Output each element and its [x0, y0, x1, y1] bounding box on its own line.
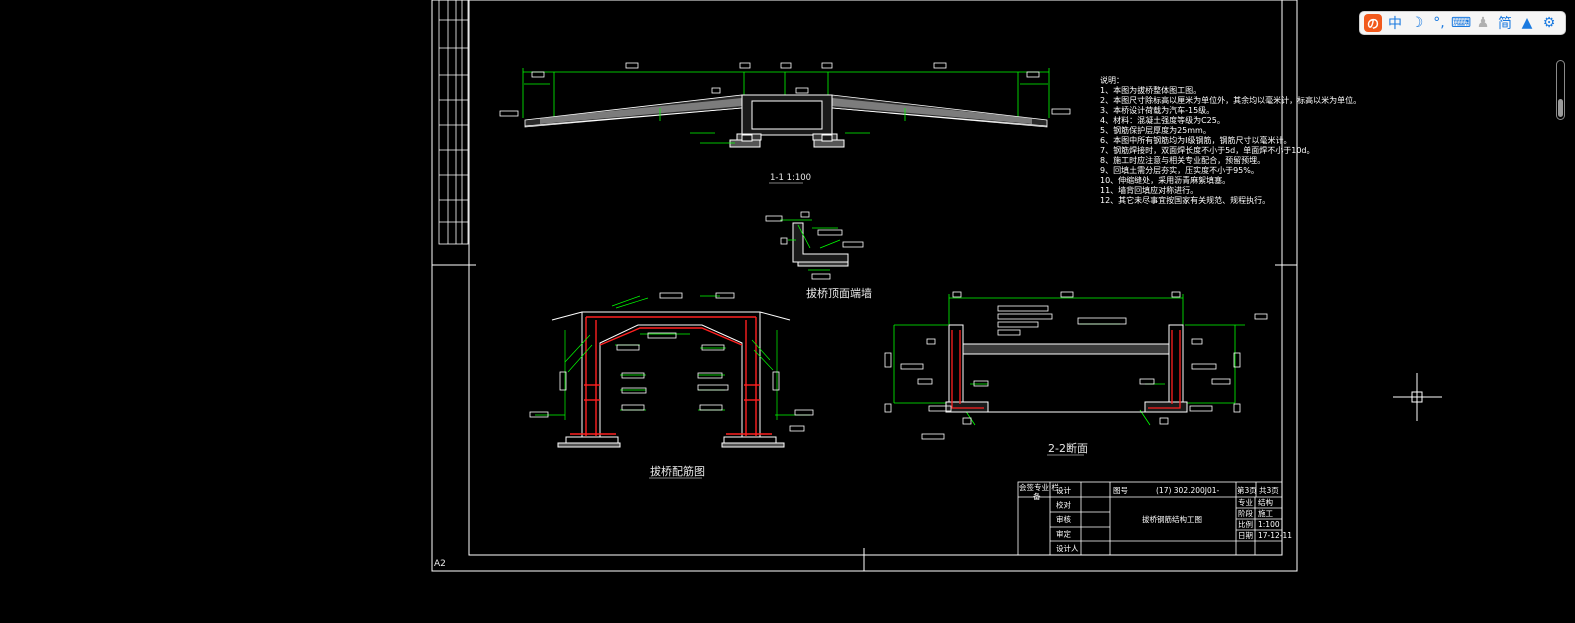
- crosshair-cursor[interactable]: [1393, 373, 1442, 421]
- drawing-name: 拔桥钢筋结构工图: [1142, 514, 1202, 524]
- sheet-size-label: A2: [434, 559, 446, 569]
- note-line: 11、墙背回填应对称进行。: [1100, 185, 1198, 195]
- title-block-field-label: 日期: [1238, 531, 1253, 540]
- title-block-field-label: 比例: [1238, 519, 1253, 529]
- title-block-role-label: 设计: [1056, 485, 1072, 495]
- note-line: 8、施工时应注意与相关专业配合，预留预埋。: [1100, 155, 1265, 165]
- note-line: 6、本图中所有钢筋均为Ⅰ级钢筋，钢筋尺寸以毫米计。: [1100, 135, 1291, 145]
- countersign-label: 备: [1033, 491, 1041, 501]
- sheet-total: 共3页: [1259, 486, 1279, 495]
- scrollbar-thumb[interactable]: [1558, 99, 1563, 117]
- title-block-field-value: 17-12-11: [1258, 531, 1292, 540]
- sheet-number: 第3页: [1237, 485, 1257, 495]
- title-block-field-label: 阶段: [1238, 508, 1254, 518]
- section-1-1: 1-1 1:100: [499, 62, 1071, 184]
- rebar-drawing: 拔桥配筋图: [529, 292, 814, 479]
- note-line: 10、伸缩缝处，采用沥青麻絮填塞。: [1100, 175, 1230, 185]
- keyboard-icon[interactable]: ⌨: [1450, 15, 1472, 31]
- punctuation-icon[interactable]: °,: [1433, 15, 1445, 31]
- sheet-frame: [431, 0, 1298, 572]
- side-revision-strip: [438, 0, 469, 245]
- headwall-title: 拔桥顶面端墙: [806, 286, 872, 300]
- title-block-role-label: 校对: [1056, 500, 1072, 510]
- title-block: 图号 (17) 302.200J01- 第3页共3页拔桥钢筋结构工图 设计校对审核审定…: [1017, 481, 1292, 556]
- moon-icon[interactable]: ☽: [1410, 15, 1424, 31]
- drawing-no-value: (17) 302.200J01-: [1156, 486, 1220, 495]
- note-line: 2、本图尺寸除标高以厘米为单位外，其余均以毫米计，标高以米为单位。: [1100, 95, 1361, 105]
- ime-toolbar[interactable]: の 中 ☽ °, ⌨ ♟ 简 ▲ ⚙: [1359, 11, 1566, 35]
- section-2-2: 2-2断面: [884, 291, 1268, 456]
- title-block-field-value: 施工: [1258, 508, 1274, 518]
- note-line: 4、材料：混凝土强度等级为C25。: [1100, 115, 1225, 125]
- title-block-role-label: 审定: [1056, 529, 1072, 539]
- box-culvert-1-1: [729, 94, 845, 148]
- rebar-title: 拔桥配筋图: [650, 464, 705, 478]
- gear-icon[interactable]: ⚙: [1542, 15, 1556, 31]
- general-notes: 说明：1、本图为拔桥整体图工图。2、本图尺寸除标高以厘米为单位外，其余均以毫米计…: [1100, 75, 1361, 205]
- title-block-role-label: 审核: [1056, 514, 1072, 524]
- ime-logo-icon[interactable]: の: [1364, 14, 1382, 32]
- road-embankment: [524, 94, 1048, 128]
- note-line: 7、钢筋焊接时，双面焊长度不小于5d，单面焊不小于10d。: [1100, 145, 1315, 155]
- headwall-detail: 拔桥顶面端墙: [765, 211, 872, 300]
- note-line: 3、本桥设计荷载为汽车-15级。: [1100, 105, 1214, 115]
- note-line: 1、本图为拔桥整体图工图。: [1100, 85, 1201, 95]
- title-block-field-value: 结构: [1258, 497, 1274, 507]
- title-block-field-label: 专业: [1238, 497, 1254, 507]
- note-line: 5、钢筋保护层厚度为25mm。: [1100, 125, 1211, 135]
- section-1-1-title: 1-1 1:100: [770, 173, 811, 183]
- drawing-no-label: 图号: [1113, 486, 1128, 495]
- title-block-role-label: 设计人: [1056, 543, 1079, 553]
- vertical-scrollbar[interactable]: [1556, 60, 1565, 120]
- ime-language-toggle[interactable]: 中: [1388, 16, 1402, 32]
- note-line: 9、回填土需分层夯实，压实度不小于95%。: [1100, 165, 1259, 175]
- note-line: 12、其它未尽事宜按国家有关规范、规程执行。: [1100, 195, 1270, 205]
- user-icon[interactable]: ♟: [1476, 15, 1490, 31]
- note-line: 说明：: [1100, 75, 1124, 85]
- title-block-field-value: 1:100: [1258, 520, 1280, 529]
- countersign-label: 会签专业·栏: [1019, 482, 1059, 492]
- skin-shirt-icon[interactable]: ▲: [1521, 15, 1533, 31]
- section-2-2-title: 2-2断面: [1048, 441, 1088, 455]
- ime-simplified-toggle[interactable]: 简: [1498, 16, 1512, 32]
